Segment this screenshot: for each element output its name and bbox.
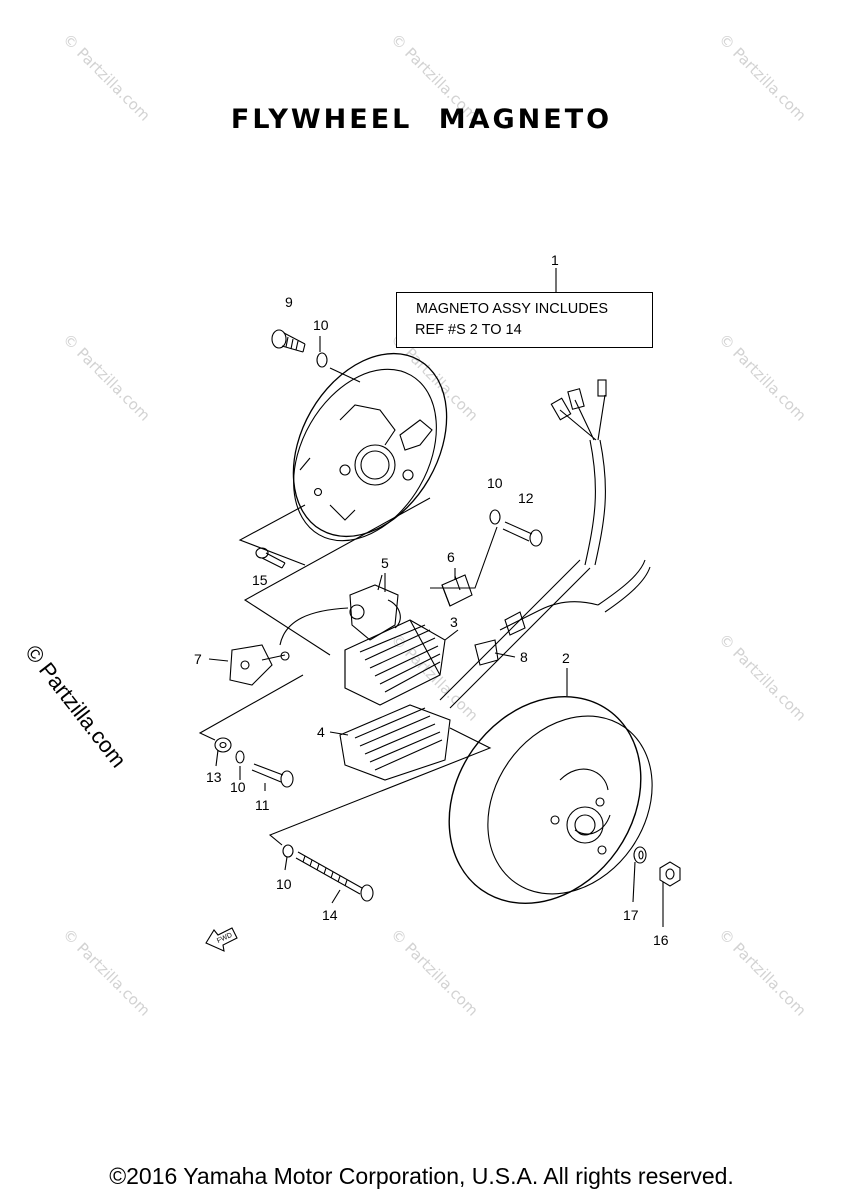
leader-line — [208, 658, 229, 662]
screw-11 — [251, 763, 294, 788]
leader-line — [329, 367, 361, 383]
wire-harness — [439, 379, 651, 709]
note-line-2: REF #S 2 TO 14 — [415, 322, 522, 338]
callout-3: 3 — [450, 614, 458, 630]
callout-7: 7 — [194, 651, 202, 667]
leader-line — [494, 652, 516, 658]
washer-10 — [235, 750, 245, 764]
callout-10: 10 — [487, 475, 503, 491]
callout-2: 2 — [562, 650, 570, 666]
callout-11: 11 — [255, 797, 270, 813]
watermark: © Partzilla.com — [715, 925, 810, 1020]
leader-line — [329, 731, 349, 736]
assembly-line — [198, 674, 304, 741]
connector-6 — [441, 574, 473, 607]
diagram-title: FLYWHEEL MAGNETO — [230, 104, 613, 135]
callout-10: 10 — [230, 779, 246, 795]
note-line-1: MAGNETO ASSY INCLUDES — [416, 301, 609, 317]
stator-base-plate — [292, 352, 448, 542]
callout-15: 15 — [252, 572, 268, 588]
watermark: © Partzilla.com — [715, 630, 810, 725]
callout-1: 1 — [551, 252, 559, 268]
assembly-line — [238, 504, 306, 566]
callout-13: 13 — [206, 769, 222, 785]
callout-10: 10 — [313, 317, 329, 333]
washer-17 — [633, 846, 647, 864]
callout-9: 9 — [285, 294, 293, 310]
callout-6: 6 — [447, 549, 455, 565]
flywheel-rotor-2 — [448, 696, 653, 904]
bolt-14 — [295, 851, 374, 902]
callout-17: 17 — [623, 907, 639, 923]
lighting-coil-4 — [339, 704, 451, 781]
watermark: © Partzilla.com — [59, 330, 154, 425]
leader-line — [632, 861, 636, 903]
charge-coil-3 — [344, 619, 446, 706]
watermark-grid: © Partzilla.com © Partzilla.com © Partzi… — [59, 30, 810, 1020]
leader-line — [444, 629, 459, 641]
fwd-arrow-icon — [205, 927, 238, 952]
screw-9 — [271, 329, 306, 353]
watermark: © Partzilla.com — [387, 925, 482, 1020]
washer-10 — [489, 509, 501, 525]
assembly-line — [268, 727, 492, 846]
callout-4: 4 — [317, 724, 325, 740]
callout-5: 5 — [381, 555, 389, 571]
bracket-7 — [229, 644, 290, 686]
washer-10 — [316, 352, 328, 368]
leader-line — [331, 889, 341, 904]
callout-numbers: 1 2 3 4 5 6 7 8 9 10 10 10 10 11 12 13 1… — [194, 252, 669, 948]
callout-8: 8 — [520, 649, 528, 665]
assembly-line — [430, 526, 498, 589]
screw-12 — [502, 521, 543, 547]
callout-14: 14 — [322, 907, 338, 923]
callout-16: 16 — [653, 932, 669, 948]
washer-10 — [282, 844, 294, 858]
pulser-coil-5 — [279, 574, 401, 646]
watermark: © Partzilla.com — [59, 925, 154, 1020]
watermark: © Partzilla.com — [715, 330, 810, 425]
leader-line — [284, 856, 288, 871]
callout-12: 12 — [518, 490, 534, 506]
callout-10: 10 — [276, 876, 292, 892]
screw-15 — [255, 547, 286, 569]
washer-13 — [214, 737, 232, 753]
nut-16 — [659, 861, 681, 887]
assembly-note: MAGNETO ASSY INCLUDES REF #S 2 TO 14 — [396, 292, 653, 348]
leader-line — [215, 749, 219, 767]
fwd-label: FWD — [216, 932, 233, 945]
copyright-notice: ©2016 Yamaha Motor Corporation, U.S.A. A… — [109, 1163, 734, 1189]
